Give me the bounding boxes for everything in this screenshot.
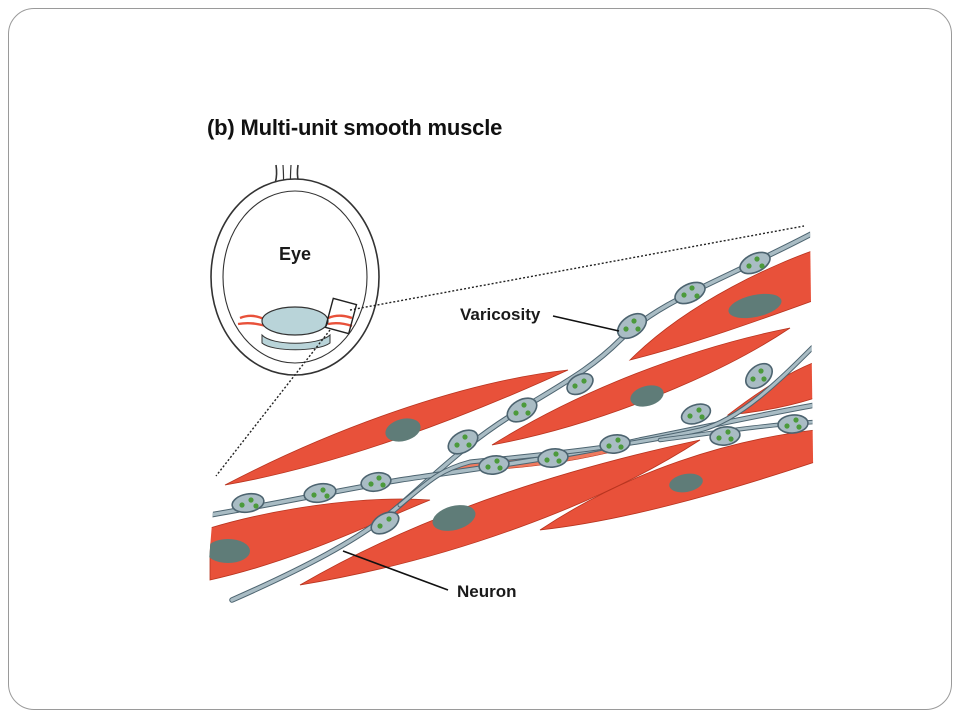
- varicosities: [231, 251, 809, 535]
- slide-frame: [8, 8, 952, 710]
- zoom-line-bottom: [215, 329, 331, 477]
- varicosity: [478, 455, 510, 475]
- varicosity: [360, 471, 392, 493]
- title-text: Multi-unit smooth muscle: [240, 115, 503, 140]
- nuclei: [206, 293, 782, 563]
- neuron-label: Neuron: [457, 582, 517, 601]
- zoom-line-top: [349, 225, 805, 311]
- lens: [261, 306, 329, 336]
- nucleus: [669, 473, 703, 493]
- varicosity: [674, 281, 706, 305]
- varicosity: [447, 429, 479, 455]
- varicosity: [777, 414, 809, 434]
- varicosity: [566, 372, 594, 396]
- nucleus: [385, 418, 421, 442]
- varicosity: [709, 426, 741, 446]
- varicosity: [537, 448, 569, 468]
- nucleus: [630, 385, 664, 407]
- nucleus: [432, 505, 476, 531]
- panel-label: (b): [207, 115, 235, 140]
- varicosity-label: Varicosity: [460, 305, 541, 324]
- varicosity: [303, 482, 337, 504]
- zoom-region-box: [324, 297, 358, 335]
- nucleus: [206, 539, 250, 563]
- muscle-cell: [491, 327, 791, 446]
- muscle-tissue: [206, 229, 815, 603]
- muscle-cell: [628, 249, 815, 361]
- muscle-cell: [299, 439, 701, 586]
- varicosity: [680, 403, 712, 425]
- eye-illustration: [210, 164, 380, 376]
- varicosity-leader-line: [552, 315, 620, 332]
- neuron-leader-line: [342, 550, 449, 591]
- varicosity: [616, 312, 648, 340]
- varicosity: [506, 397, 538, 423]
- varicosity: [599, 434, 631, 454]
- varicosity: [370, 511, 400, 535]
- eye-label: Eye: [279, 244, 311, 264]
- varicosity: [739, 251, 771, 275]
- varicosity: [745, 362, 773, 390]
- figure-title: (b)Multi-unit smooth muscle: [207, 115, 502, 141]
- nucleus: [728, 293, 782, 319]
- varicosity: [231, 492, 265, 514]
